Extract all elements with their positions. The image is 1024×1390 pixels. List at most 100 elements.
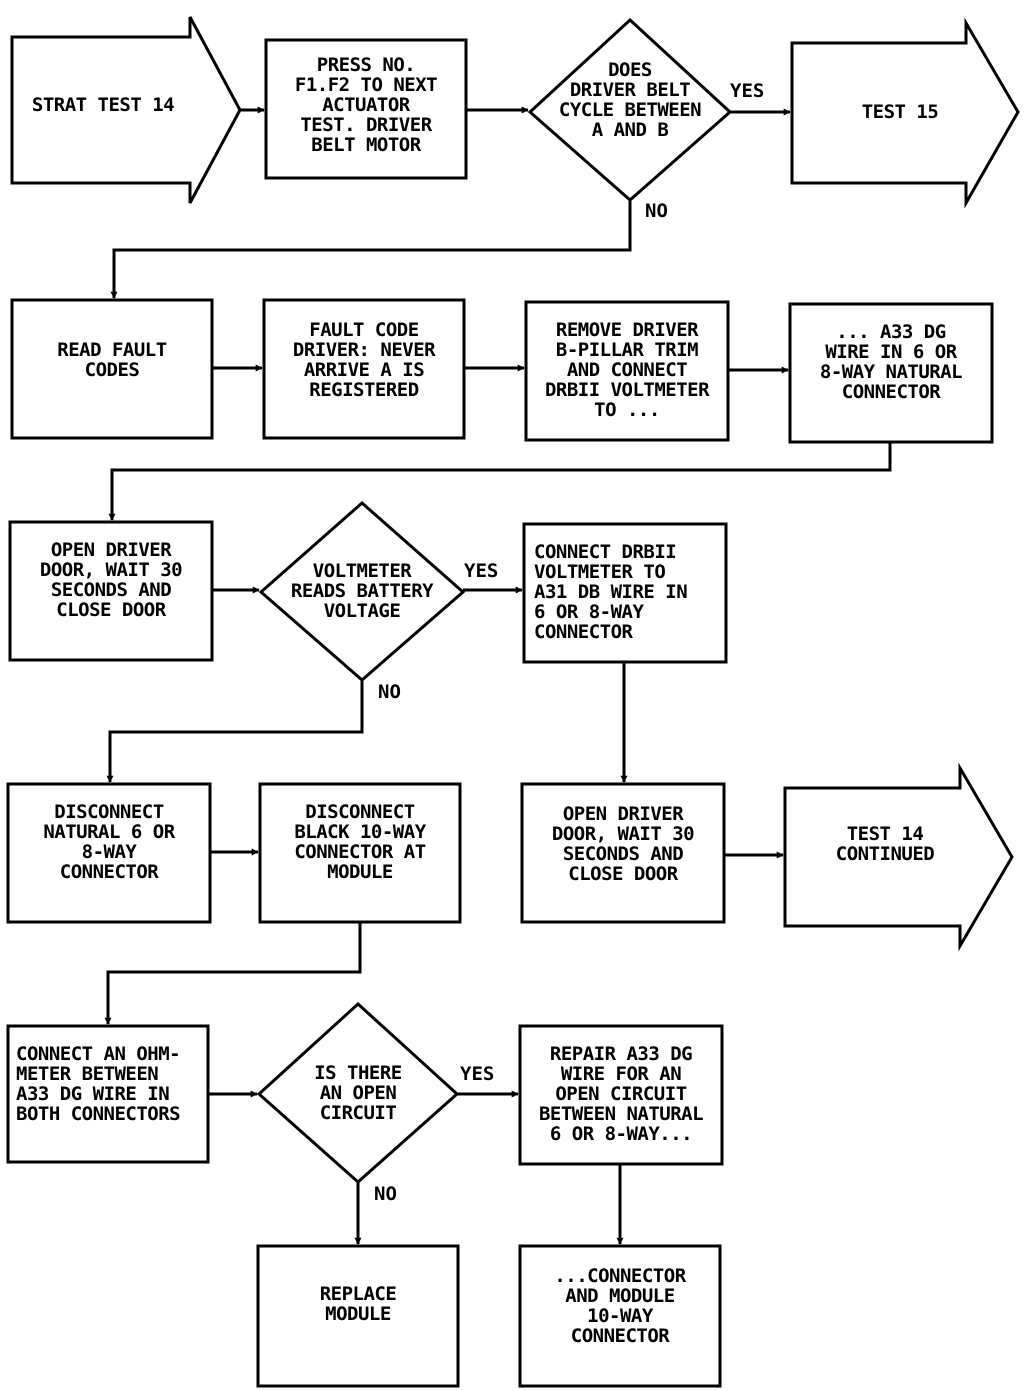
label-line: CYCLE BETWEEN xyxy=(558,99,702,121)
label-line: ARRIVE A IS xyxy=(303,359,425,381)
edge-voltmeter-disconnectnatural xyxy=(106,680,364,783)
label-line: B-PILLAR TRIM xyxy=(555,339,699,361)
label-line: DOES xyxy=(608,59,652,81)
cycle-no-label: NO xyxy=(645,200,668,222)
test14-cont-arrow-shape xyxy=(783,762,1014,952)
label-line: DRBII VOLTMETER xyxy=(544,379,710,401)
label-line: CONNECT DRBII xyxy=(534,541,677,563)
cycle-yes-label: YES xyxy=(730,80,765,102)
label-line: AND MODULE xyxy=(565,1285,675,1307)
voltmeter-no-label: NO xyxy=(378,681,401,703)
label-line: CONNECTOR xyxy=(841,381,941,403)
label-line: 8-WAY NATURAL xyxy=(819,361,963,383)
label-line: ... A33 DG xyxy=(836,321,946,343)
label-line: TO ... xyxy=(594,399,660,421)
edge-disconnectblack-ohmmeter xyxy=(104,922,362,1025)
label-line: A AND B xyxy=(591,119,669,141)
label-line: F1.F2 TO NEXT xyxy=(294,74,438,96)
label-line: STRAT TEST 14 xyxy=(31,94,175,116)
label-line: AN OPEN xyxy=(319,1082,397,1104)
label-line: SECONDS AND xyxy=(50,579,172,601)
label-line: ACTUATOR xyxy=(322,94,410,116)
label-line: BETWEEN NATURAL xyxy=(538,1103,704,1125)
label-line: READS BATTERY xyxy=(290,580,434,602)
edge-cycle-readfault xyxy=(110,200,632,299)
replace-box xyxy=(256,1244,460,1388)
label-line: SECONDS AND xyxy=(562,843,684,865)
label-line: A31 DB WIRE IN xyxy=(534,581,688,603)
test15-label: TEST 15 xyxy=(800,90,1000,134)
voltmeter-yes-label: YES xyxy=(464,560,499,582)
connector-module-box xyxy=(518,1244,722,1388)
label-line: DOOR, WAIT 30 xyxy=(39,559,183,581)
label-line: TEST 14 xyxy=(846,823,924,845)
label-line: 10-WAY xyxy=(587,1305,653,1327)
label-line: TEST 15 xyxy=(861,101,939,123)
label-line: DRIVER: NEVER xyxy=(292,339,436,361)
label-line: CONNECT AN OHM- xyxy=(16,1043,181,1065)
label-line: VOLTAGE xyxy=(323,600,401,622)
label-line: REPAIR A33 DG xyxy=(549,1043,693,1065)
label-line: METER BETWEEN xyxy=(16,1063,159,1085)
label-line: VOLTMETER TO xyxy=(534,561,666,583)
label-line: MODULE xyxy=(325,1303,391,1325)
label-line: CODES xyxy=(84,359,140,381)
test15-arrow-shape xyxy=(790,17,1020,209)
label-line: CONNECTOR AT xyxy=(294,841,426,863)
label-line: MODULE xyxy=(327,861,393,883)
label-line: WIRE IN 6 OR xyxy=(825,341,957,363)
label-line: A33 DG WIRE IN xyxy=(16,1083,170,1105)
label-line: PRESS NO. xyxy=(316,54,416,76)
label-line: BELT MOTOR xyxy=(311,134,421,156)
edge-a33wire-opendoor1 xyxy=(108,442,892,521)
label-line: DRIVER BELT xyxy=(569,79,691,101)
label-line: TEST. DRIVER xyxy=(300,114,432,136)
label-line: FAULT CODE xyxy=(309,319,419,341)
label-line: REPLACE xyxy=(319,1283,397,1305)
circuit-yes-label: YES xyxy=(460,1063,495,1085)
start-arrow-shape xyxy=(10,16,242,204)
label-line: OPEN DRIVER xyxy=(562,803,684,825)
label-line: VOLTMETER xyxy=(312,560,412,582)
label-line: AND CONNECT xyxy=(566,359,688,381)
label-line: BOTH CONNECTORS xyxy=(16,1103,181,1125)
circuit-no-label: NO xyxy=(374,1183,397,1205)
label-line: READ FAULT xyxy=(57,339,167,361)
label-line: CIRCUIT xyxy=(319,1102,397,1124)
label-line: CONNECTOR xyxy=(534,621,633,643)
label-line: DISCONNECT xyxy=(305,801,415,823)
label-line: 6 OR 8-WAY... xyxy=(549,1123,693,1145)
label-line: CLOSE DOOR xyxy=(568,863,678,885)
label-line: IS THERE xyxy=(314,1062,402,1084)
label-line: DOOR, WAIT 30 xyxy=(551,823,695,845)
label-line: 8-WAY xyxy=(81,841,137,863)
label-line: CONNECTOR xyxy=(59,861,159,883)
label-line: OPEN DRIVER xyxy=(50,539,172,561)
label-line: 6 OR 8-WAY xyxy=(534,601,644,623)
label-line: REGISTERED xyxy=(309,379,419,401)
label-line: CONTINUED xyxy=(835,843,935,865)
label-line: BLACK 10-WAY xyxy=(294,821,426,843)
start-label: STRAT TEST 14 xyxy=(18,60,188,150)
label-line: WIRE FOR AN xyxy=(560,1063,682,1085)
